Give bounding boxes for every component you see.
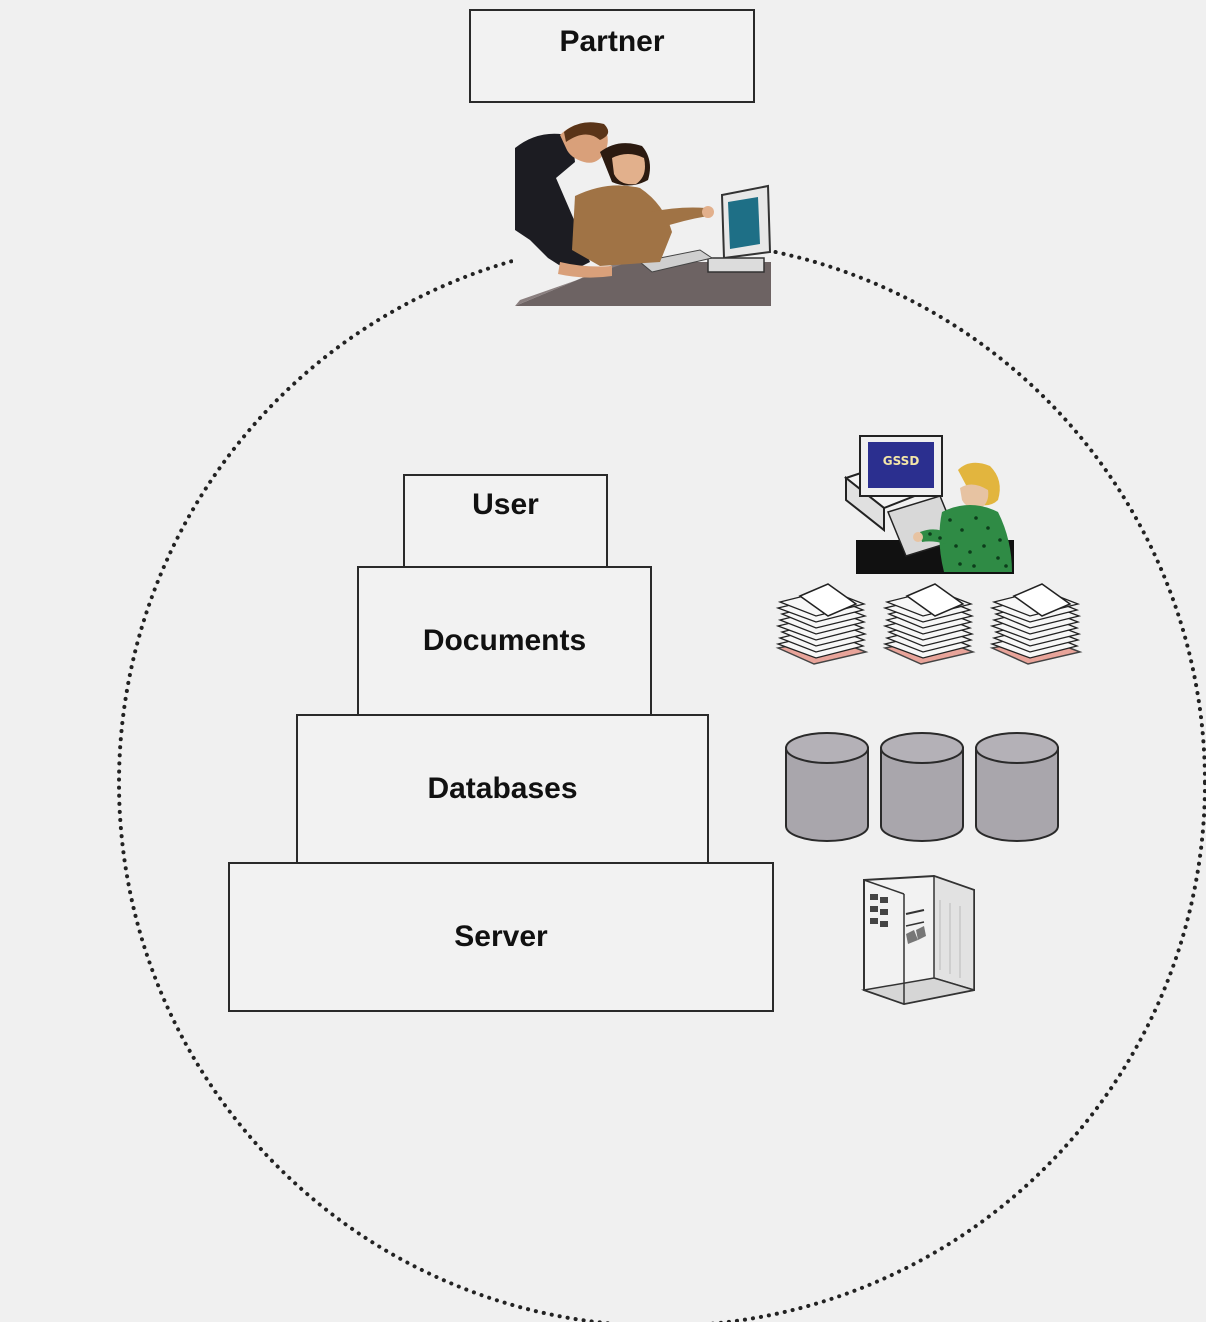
database-cylinder-icon	[785, 732, 869, 842]
person-at-computer-polka-dots	[928, 516, 1008, 568]
partner-label: Partner	[559, 25, 665, 58]
databases-label: Databases	[427, 772, 578, 805]
databases-layer-box: Databases	[296, 714, 709, 864]
monitor-screen-text: GSSD	[883, 454, 920, 468]
database-cylinder-icon	[880, 732, 964, 842]
server-layer-box: Server	[228, 862, 774, 1012]
server-label: Server	[454, 920, 548, 953]
documents-layer-box: Documents	[357, 566, 652, 716]
server-tower-icon	[861, 874, 975, 1006]
partner-box: Partner	[469, 9, 755, 103]
user-layer-box: User	[403, 474, 608, 568]
user-label: User	[472, 488, 539, 521]
database-cylinder-icon	[975, 732, 1059, 842]
person-at-computer-icon: GSSD	[843, 435, 1014, 574]
document-stack-icon	[775, 583, 869, 665]
document-stack-icon	[882, 583, 976, 665]
documents-label: Documents	[422, 624, 587, 657]
two-people-at-computer-icon	[513, 118, 772, 306]
document-stacks	[775, 583, 1083, 665]
database-cylinders	[785, 732, 1059, 842]
document-stack-icon	[989, 583, 1083, 665]
